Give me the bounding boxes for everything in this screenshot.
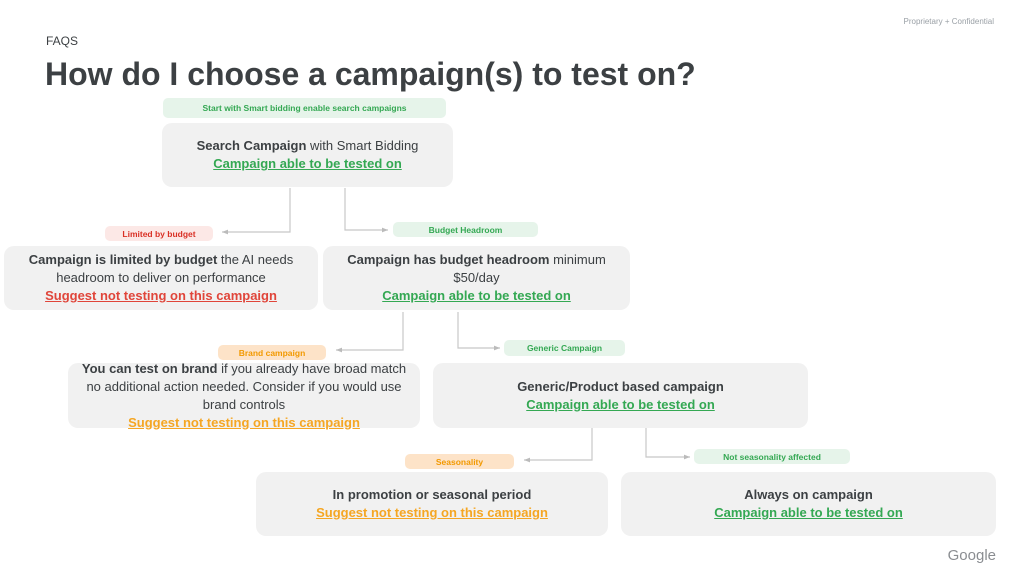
node-text: the AI needs headroom to deliver on perf… (56, 252, 294, 285)
google-logo: Google (947, 547, 996, 564)
confidential-label: Proprietary + Confidential (903, 17, 995, 26)
result-link[interactable]: Suggest not testing on this campaign (128, 414, 360, 430)
node-title: Generic/Product based campaign (517, 378, 724, 394)
result-link[interactable]: Campaign able to be tested on (526, 396, 715, 412)
result-link[interactable]: Campaign able to be tested on (714, 505, 903, 520)
node-title: You can test on brand (81, 360, 218, 376)
node-limited-budget: Campaign is limited by budget the AI nee… (4, 246, 318, 310)
tag-start: Start with Smart bidding enable search c… (163, 98, 446, 118)
section-label: FAQS (46, 34, 79, 48)
node-text: with Smart Bidding (306, 138, 419, 153)
page-title: How do I choose a campaign(s) to test on… (45, 56, 696, 92)
result-link[interactable]: Campaign able to be tested on (213, 156, 402, 171)
node-always-on: Always on campaign Campaign able to be t… (621, 472, 996, 536)
result-link[interactable]: Campaign able to be tested on (382, 288, 571, 303)
node-text: minimum $50/day (453, 252, 606, 285)
tag-not-seasonal: Not seasonality affected (694, 449, 850, 464)
node-brand: You can test on brand if you already hav… (68, 360, 420, 430)
tag-budget-headroom: Budget Headroom (393, 222, 538, 237)
node-promotion: In promotion or seasonal period Suggest … (256, 472, 608, 536)
node-title: Campaign has budget headroom (347, 252, 550, 267)
node-search-campaign: Search Campaign with Smart Bidding Campa… (162, 123, 453, 187)
node-generic: Generic/Product based campaign Campaign … (433, 363, 808, 428)
node-title: Campaign is limited by budget (28, 252, 218, 267)
tag-generic-campaign: Generic Campaign (504, 340, 625, 356)
tag-seasonality: Seasonality (405, 454, 514, 469)
result-link[interactable]: Suggest not testing on this campaign (45, 288, 277, 303)
node-title: In promotion or seasonal period (332, 487, 532, 502)
result-link[interactable]: Suggest not testing on this campaign (316, 505, 548, 520)
node-budget-headroom: Campaign has budget headroom minimum $50… (323, 246, 630, 310)
tag-brand-campaign: Brand campaign (218, 345, 326, 360)
node-title: Search Campaign (196, 138, 307, 153)
node-title: Always on campaign (744, 487, 873, 502)
tag-limited-by-budget: Limited by budget (105, 226, 213, 241)
node-text: if you already have broad match no addit… (86, 360, 407, 412)
